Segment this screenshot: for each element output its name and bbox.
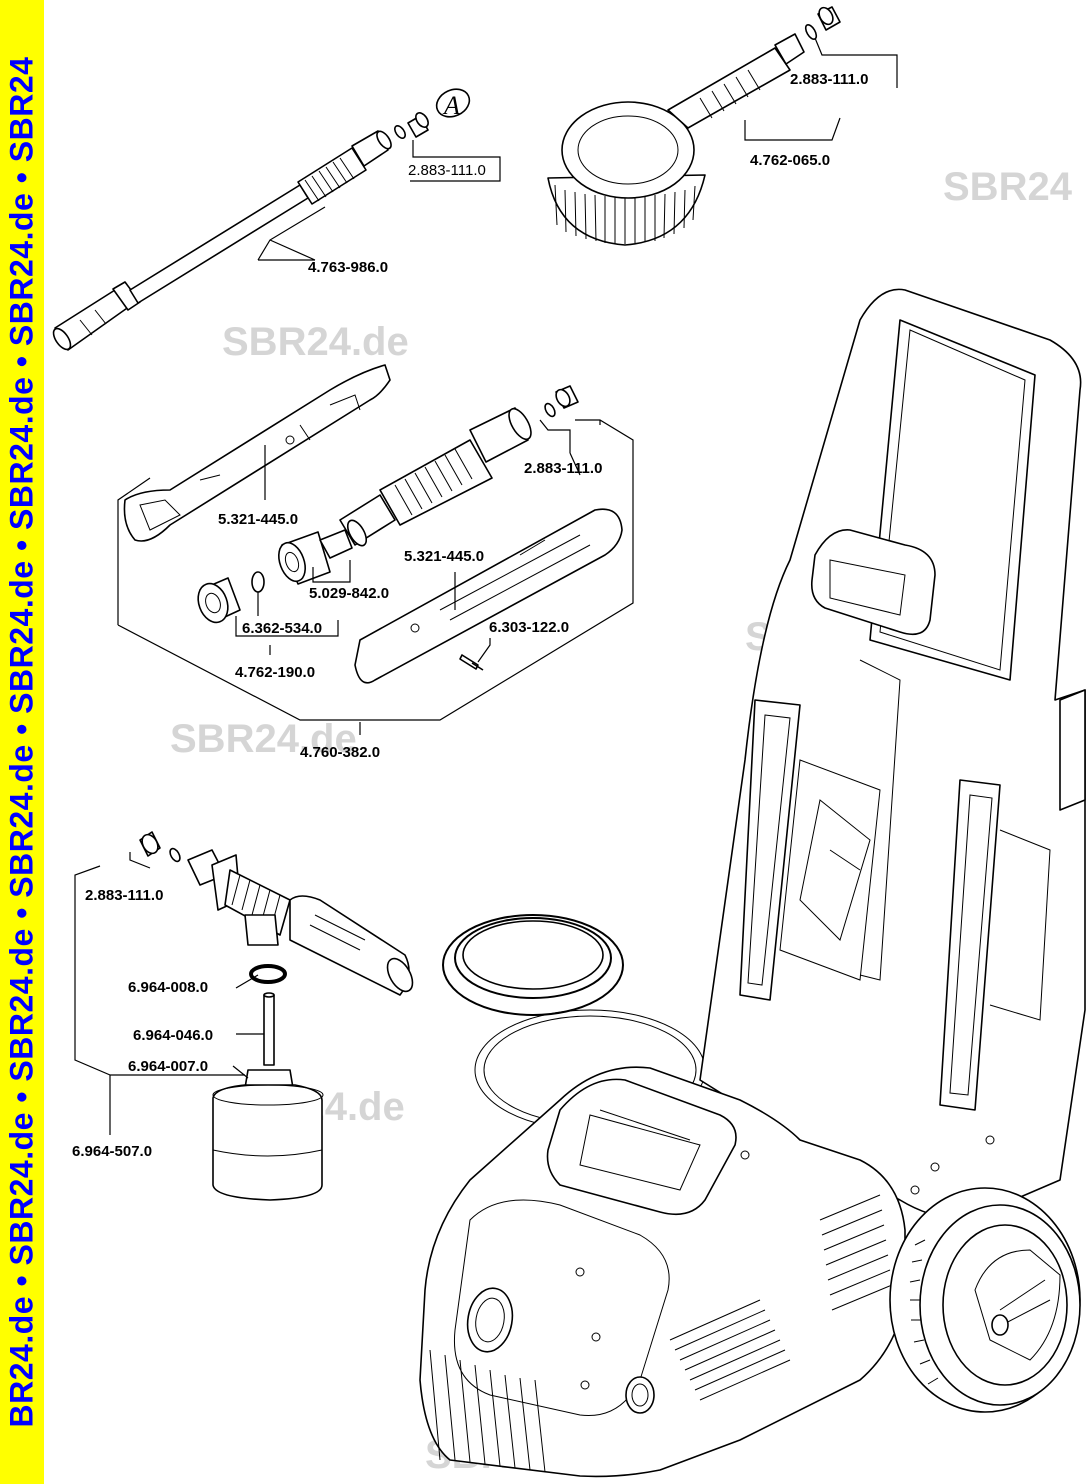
pressure-washer-unit xyxy=(419,288,1086,1478)
part-number-label: 4.762-065.0 xyxy=(750,152,830,169)
rotary-brush xyxy=(547,6,841,246)
callout-a: A xyxy=(435,88,471,120)
watermark-text: SBR24.de xyxy=(170,717,357,761)
foam-nozzle-group xyxy=(74,831,414,1201)
part-number-label: 6.964-046.0 xyxy=(133,1027,213,1044)
part-number-label: 4.763-986.0 xyxy=(308,259,388,276)
part-number-label: 2.883-111.0 xyxy=(524,460,602,477)
part-number-label: 2.883-111.0 xyxy=(790,71,868,88)
watermark-sidebar: BR24.de • SBR24.de • SBR24.de • SBR24.de… xyxy=(0,0,44,1484)
watermark-text: SBR24 xyxy=(943,165,1073,209)
vario-power-lance xyxy=(52,112,429,351)
part-number-label: 6.362-534.0 xyxy=(242,620,322,637)
part-number-label: 6.964-007.0 xyxy=(128,1058,208,1075)
part-number-label: 2.883-111.0 xyxy=(408,162,486,179)
callout-a-label: A xyxy=(442,91,460,120)
part-number-label: 4.762-190.0 xyxy=(235,664,315,681)
part-number-label: 6.964-507.0 xyxy=(72,1143,152,1160)
part-number-label: 5.321-445.0 xyxy=(218,511,298,528)
part-number-label: 5.029-842.0 xyxy=(309,585,389,602)
hose-coil xyxy=(442,914,706,1131)
watermark-text: SBR24.de xyxy=(222,320,409,364)
part-number-label: 5.321-445.0 xyxy=(404,548,484,565)
part-number-label: 6.964-008.0 xyxy=(128,979,208,996)
part-number-label: 4.760-382.0 xyxy=(300,744,380,761)
spray-gun-group xyxy=(117,364,634,721)
part-number-label: 6.303-122.0 xyxy=(489,619,569,636)
part-number-label: 2.883-111.0 xyxy=(85,887,163,904)
